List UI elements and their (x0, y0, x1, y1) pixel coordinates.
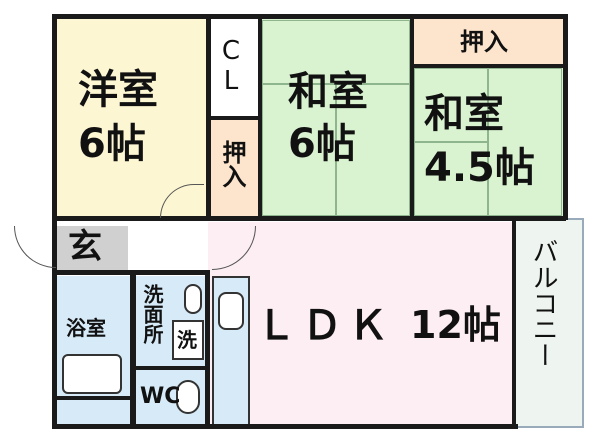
washbasin (184, 284, 202, 314)
wall (205, 270, 210, 428)
tatami-mat (488, 68, 562, 216)
wall (563, 14, 568, 220)
oshiire-small (208, 118, 260, 218)
tatami-mat (262, 20, 410, 84)
closet-label: CL (216, 36, 246, 96)
washing-machine-space (172, 320, 204, 360)
ldk-name: ＬＤＫ (256, 303, 394, 349)
western-room-size: 6帖 (78, 121, 146, 167)
tatami-mat (414, 142, 488, 216)
japanese-room-6-name: 和室 (288, 69, 368, 115)
wall (52, 14, 57, 220)
balcony-label: バルコニー (528, 238, 558, 368)
tatami-mat (414, 68, 488, 142)
closet-room (208, 18, 260, 118)
wall (410, 64, 566, 68)
japanese-room-6-size: 6帖 (288, 121, 356, 167)
wall (410, 14, 414, 220)
wall (258, 14, 262, 220)
wall (52, 14, 568, 19)
oshiire-top-label: 押入 (460, 28, 508, 56)
wall (52, 221, 57, 427)
wall (52, 216, 566, 221)
wall (56, 396, 132, 400)
bathtub (62, 354, 122, 394)
tatami-mat (336, 84, 410, 216)
washer-label: 洗 (177, 328, 197, 352)
entrance (56, 226, 128, 272)
ldk-room (208, 222, 514, 428)
japanese-room-45-size: 4.5帖 (424, 145, 535, 191)
door-swing (14, 226, 56, 268)
washroom-label: 洗面所 (140, 284, 164, 344)
balcony (514, 218, 584, 428)
wc-label: WC (140, 384, 181, 409)
wall (206, 116, 260, 120)
oshiire-small-label: 押入 (218, 140, 246, 188)
tatami-mat (262, 84, 336, 216)
entrance-label: 玄 (68, 227, 102, 267)
wall (136, 366, 206, 370)
toilet-bowl (176, 380, 200, 414)
japanese-room-45-name: 和室 (424, 91, 504, 137)
wall (130, 270, 136, 428)
wall (52, 424, 518, 429)
ldk-size: 12帖 (410, 303, 501, 347)
bathroom-strip (56, 400, 130, 428)
wall (512, 221, 516, 427)
bathroom-label: 浴室 (66, 316, 106, 340)
sink (218, 292, 244, 330)
oshiire-top (412, 18, 564, 66)
western-room-name: 洋室 (78, 67, 158, 113)
entrance-floor (128, 226, 208, 272)
